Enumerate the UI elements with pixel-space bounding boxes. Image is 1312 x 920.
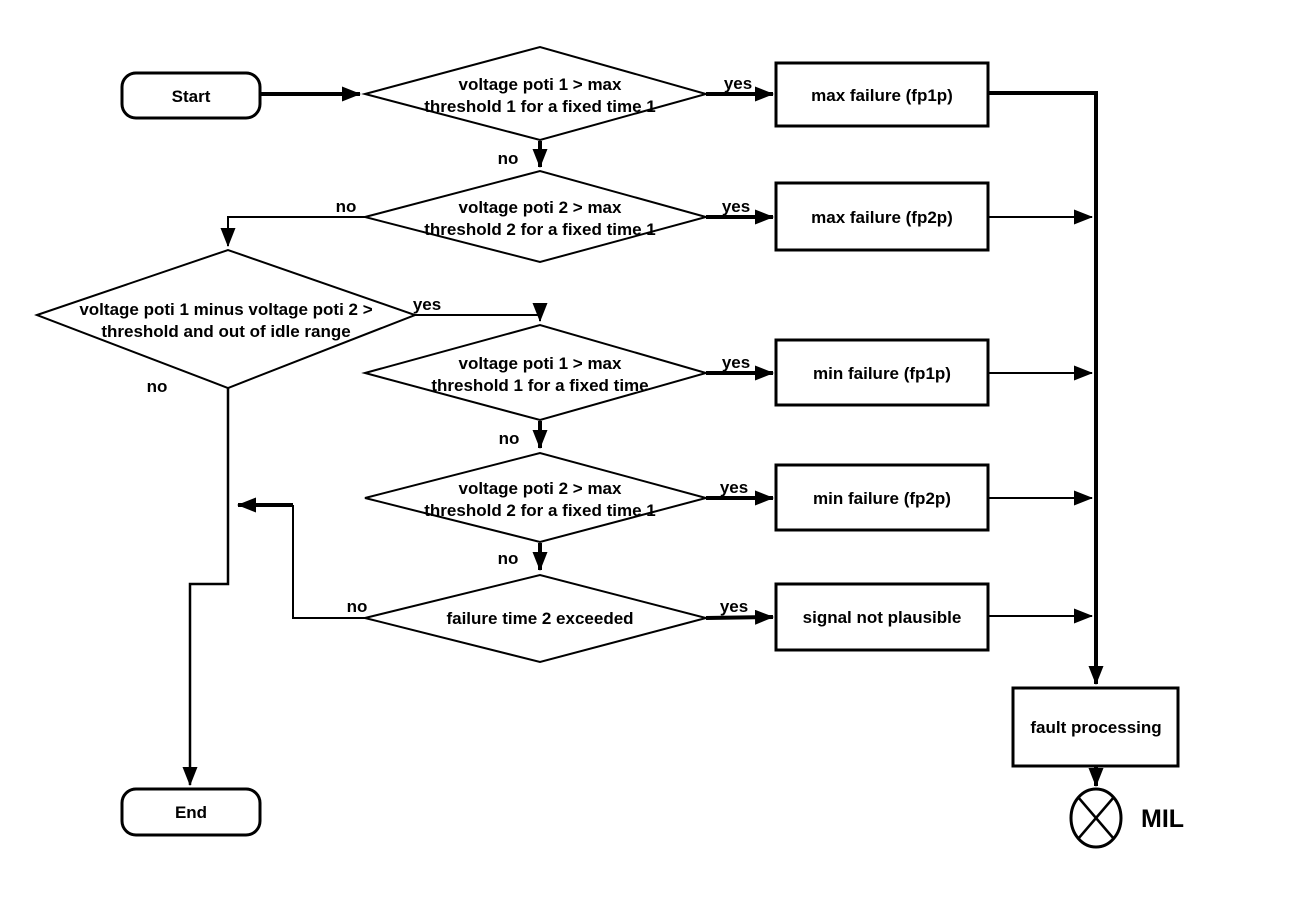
decision-label: threshold 2 for a fixed time 1 — [424, 501, 655, 520]
yes-label: yes — [722, 353, 750, 372]
process-label: fault processing — [1030, 718, 1161, 737]
decision-voltage-poti2-max-threshold2-time1-b: voltage poti 2 > max threshold 2 for a f… — [364, 451, 710, 544]
process-label: min failure (fp2p) — [813, 489, 951, 508]
decision-voltage-poti2-max-threshold2-time1: voltage poti 2 > max threshold 2 for a f… — [361, 169, 710, 264]
process-max-failure-fp2p: max failure (fp2p) — [774, 181, 990, 252]
decision-label: voltage poti 1 > max — [459, 75, 623, 94]
process-signal-not-plausible: signal not plausible — [774, 582, 990, 652]
edge-d3-yes-to-d4 — [415, 303, 548, 322]
mil-lamp-icon — [1069, 787, 1123, 849]
decision-voltage-poti1-max-threshold1-time1: voltage poti 1 > max threshold 1 for a f… — [361, 45, 710, 142]
decision-label: threshold 2 for a fixed time 1 — [424, 220, 655, 239]
decision-label: threshold 1 for a fixed time 1 — [424, 97, 655, 116]
decision-label: voltage poti 1 minus voltage poti 2 > — [79, 300, 372, 319]
no-label: no — [498, 549, 519, 568]
decision-label: threshold and out of idle range — [101, 322, 350, 341]
no-label: no — [147, 377, 168, 396]
no-label: no — [499, 429, 520, 448]
decision-poti-difference-idle-range: voltage poti 1 minus voltage poti 2 > th… — [34, 248, 418, 390]
process-label: max failure (fp1p) — [811, 86, 953, 105]
decision-label: voltage poti 2 > max — [459, 198, 623, 217]
yes-label: yes — [720, 478, 748, 497]
process-max-failure-fp1p: max failure (fp1p) — [774, 61, 990, 128]
process-min-failure-fp2p: min failure (fp2p) — [774, 463, 990, 532]
yes-label: yes — [724, 74, 752, 93]
yes-label: yes — [720, 597, 748, 616]
no-label: no — [498, 149, 519, 168]
start-label: Start — [172, 87, 211, 106]
yes-label: yes — [722, 197, 750, 216]
process-label: max failure (fp2p) — [811, 208, 953, 227]
process-label: min failure (fp1p) — [813, 364, 951, 383]
edge-d2-no-to-d3 — [220, 216, 365, 247]
no-label: no — [347, 597, 368, 616]
edge-d6-no-riser — [292, 505, 365, 619]
decision-label: voltage poti 1 > max — [459, 354, 623, 373]
end-terminator: End — [120, 787, 262, 837]
nodes: Start voltage poti 1 > max threshold 1 f… — [34, 45, 1184, 849]
yes-label: yes — [413, 295, 441, 314]
mil-label: MIL — [1141, 805, 1184, 833]
decision-failure-time2-exceeded: failure time 2 exceeded — [364, 573, 710, 664]
edge-labels: yes yes yes yes yes yes no no no no no n… — [147, 74, 753, 616]
edges — [182, 86, 1104, 787]
process-min-failure-fp1p: min failure (fp1p) — [774, 338, 990, 407]
no-label: no — [336, 197, 357, 216]
start-terminator: Start — [120, 71, 262, 120]
end-label: End — [175, 803, 207, 822]
decision-label: voltage poti 2 > max — [459, 479, 623, 498]
decision-label: failure time 2 exceeded — [446, 609, 633, 628]
edge-p1-to-trunk-and-trunk — [988, 91, 1104, 685]
decision-label: threshold 1 for a fixed time — [431, 376, 648, 395]
process-label: signal not plausible — [803, 608, 962, 627]
process-fault-processing: fault processing — [1011, 686, 1180, 768]
edge-d3-no-to-end — [182, 388, 230, 786]
edge-d6-yes-arrow — [705, 609, 774, 625]
decision-voltage-poti1-max-threshold1-time: voltage poti 1 > max threshold 1 for a f… — [361, 323, 710, 422]
